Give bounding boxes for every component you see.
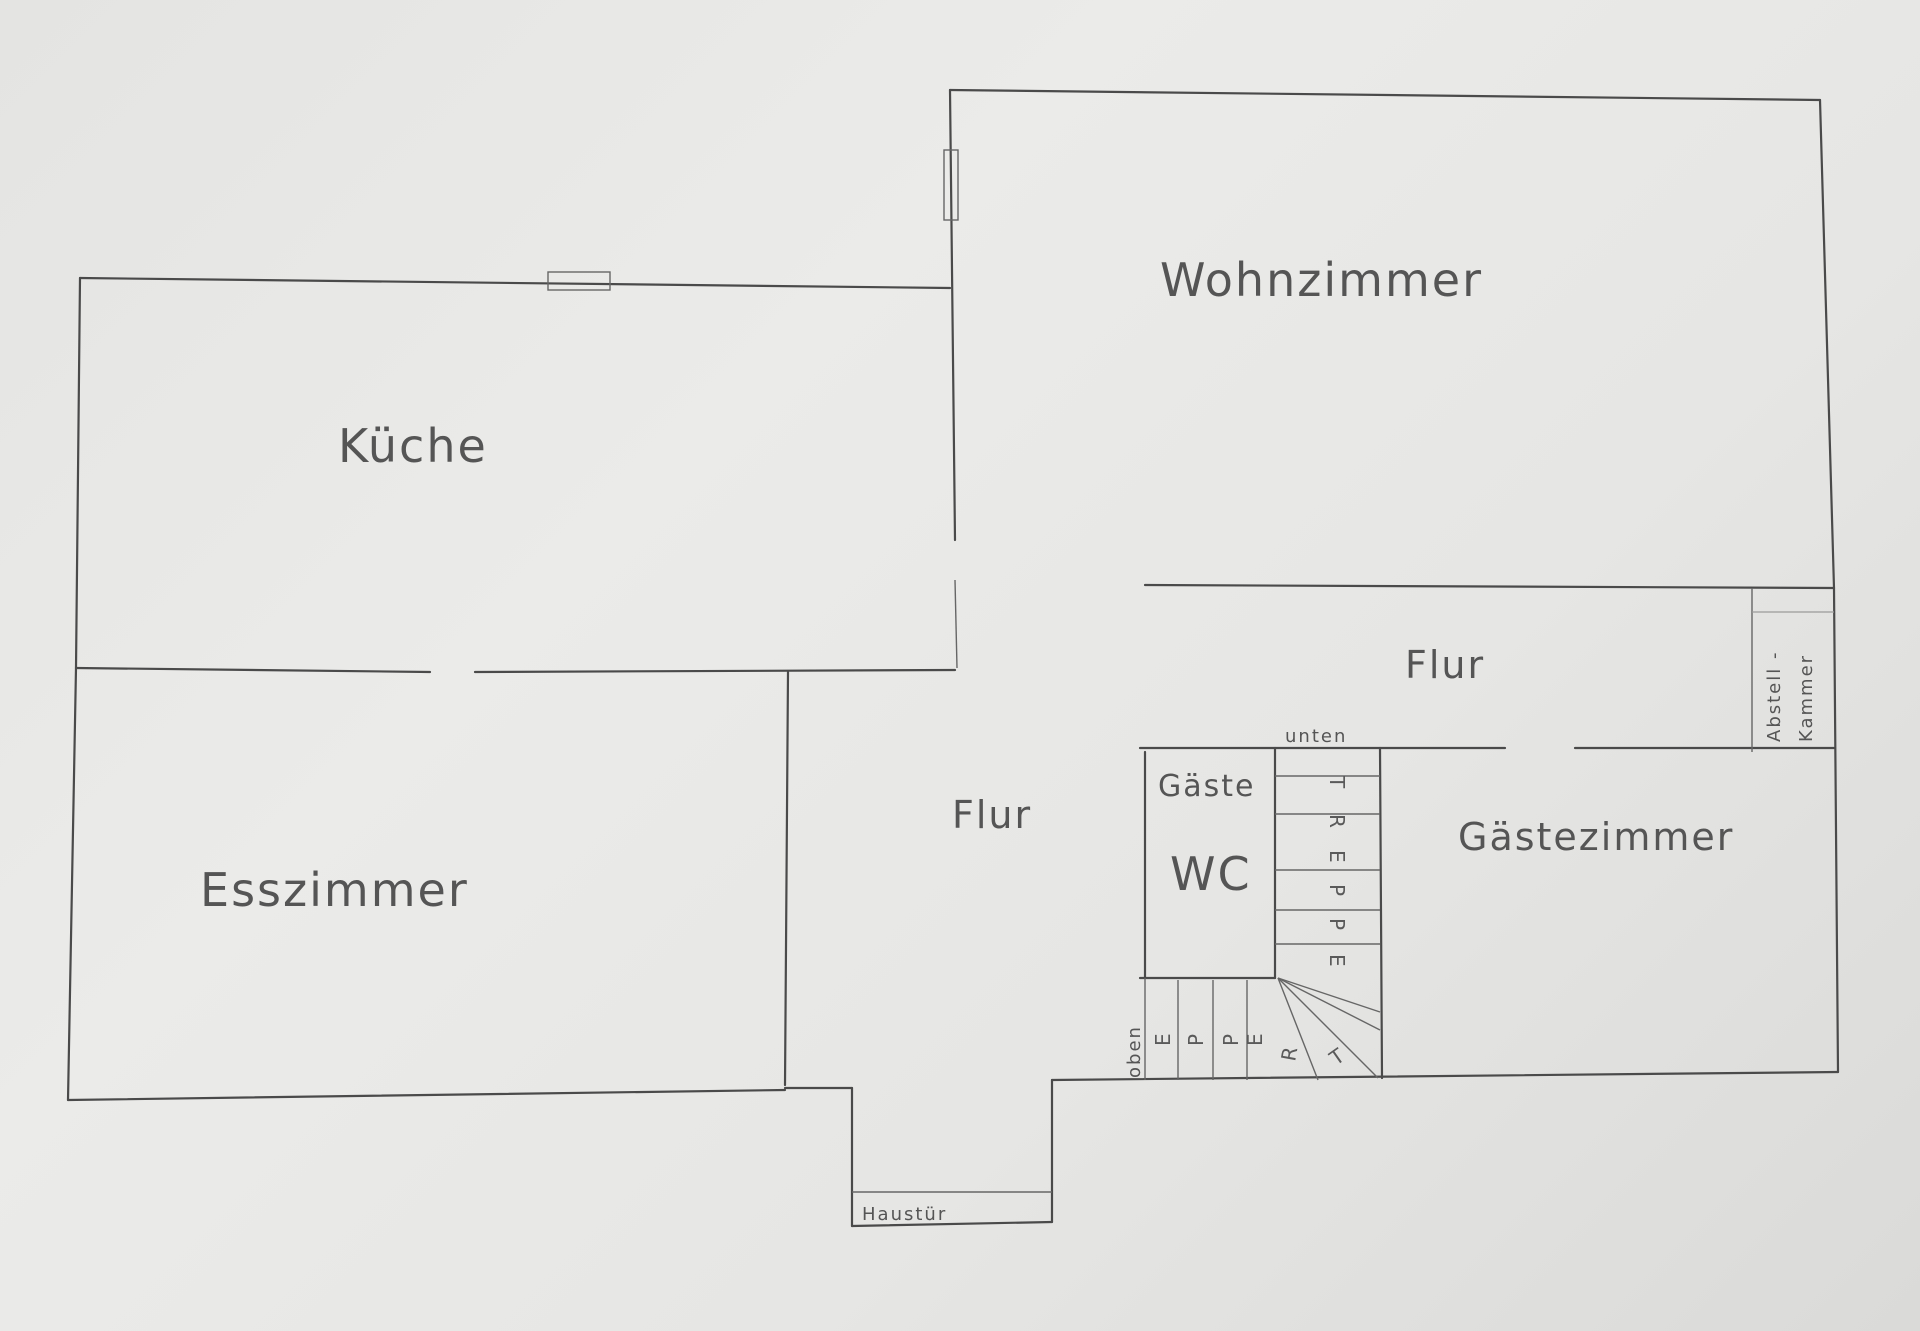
label-abstell-1: Abstell -	[1764, 651, 1785, 742]
stair-letter-h-3: E	[1243, 1033, 1267, 1046]
stair-letter-h-2: R	[1276, 1045, 1302, 1063]
walls	[66, 88, 1840, 1228]
label-abstell-2: Kammer	[1796, 654, 1817, 742]
stair-letter-h-5: P	[1184, 1034, 1208, 1046]
stair-letter-h-4: P	[1219, 1034, 1243, 1046]
window-marks	[547, 149, 959, 291]
stair-letter-h-6: E	[1151, 1033, 1175, 1046]
label-kueche: Küche	[338, 419, 488, 473]
stair-letter-v-5: P	[1325, 918, 1349, 930]
label-gaestezimmer: Gästezimmer	[1458, 815, 1734, 859]
label-flur-upper: Flur	[1405, 643, 1485, 687]
stair-letter-v-6: E	[1325, 954, 1349, 967]
label-wohnzimmer: Wohnzimmer	[1160, 253, 1483, 307]
stair-letter-v-1: T	[1325, 775, 1349, 789]
label-wc: WC	[1170, 847, 1252, 901]
room-labels: Wohnzimmer Küche Esszimmer Flur Flur Gäs…	[200, 253, 1817, 1225]
label-unten: unten	[1285, 726, 1347, 747]
stair-letter-v-2: R	[1325, 814, 1349, 828]
stair-letter-h-1: T	[1324, 1043, 1349, 1071]
label-flur-lower: Flur	[952, 793, 1032, 837]
label-oben: oben	[1124, 1025, 1145, 1078]
stair-letter-v-3: E	[1325, 850, 1349, 863]
stair-letter-v-4: P	[1325, 884, 1349, 896]
label-esszimmer: Esszimmer	[200, 863, 469, 917]
label-gaeste: Gäste	[1158, 769, 1255, 804]
label-haustuer: Haustür	[862, 1204, 947, 1225]
